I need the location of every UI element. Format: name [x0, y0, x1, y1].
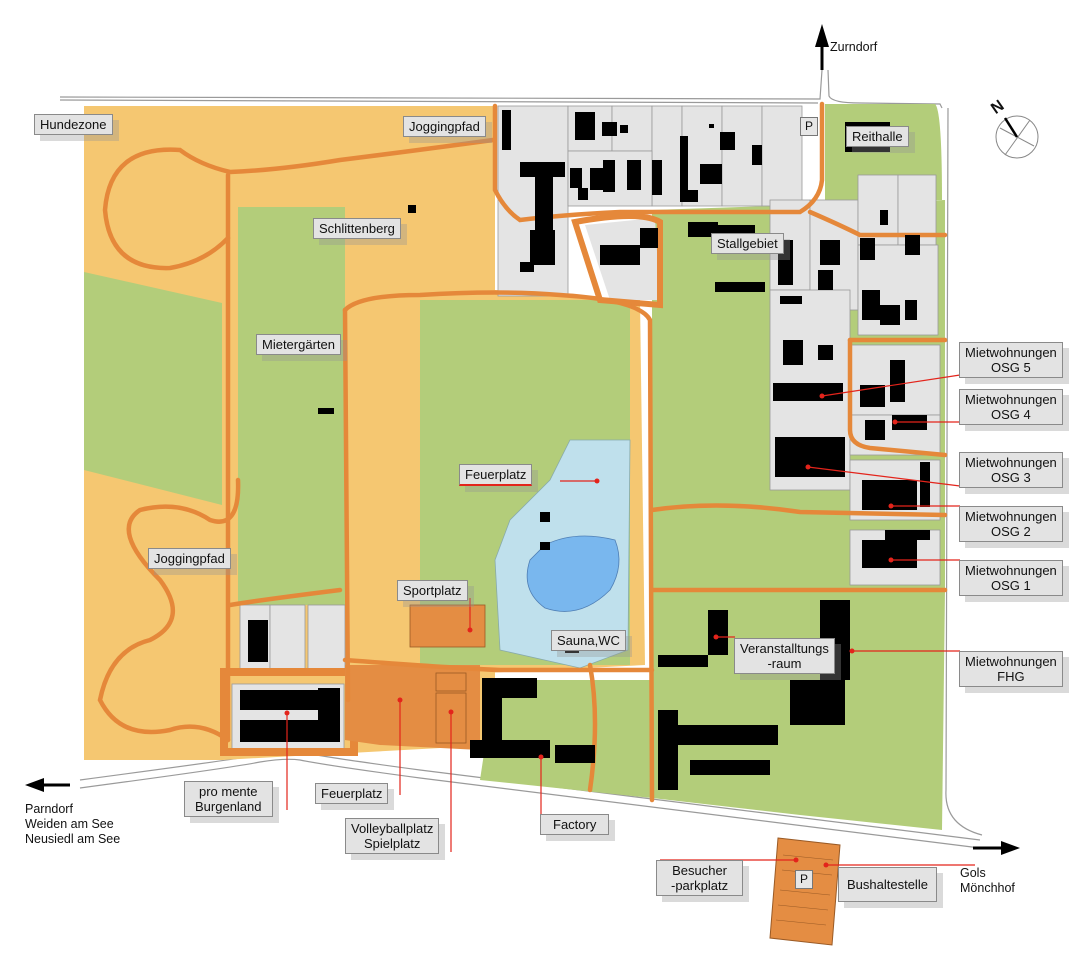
direction-east-label: Gols Mönchhof: [960, 866, 1015, 896]
direction-west-line-2: Weiden am See: [25, 817, 114, 831]
direction-west-line-1: Parndorf: [25, 802, 73, 816]
label-osg1-line-2: OSG 1: [991, 578, 1031, 593]
parking-stalls: [775, 854, 834, 926]
label-joggingpfad-left[interactable]: Joggingpfad: [148, 548, 231, 569]
label-bushaltestelle[interactable]: Bushaltestelle: [838, 867, 937, 902]
label-mietwohnungen-osg2[interactable]: Mietwohnungen OSG 2: [959, 506, 1063, 542]
direction-north-label: Zurndorf: [830, 40, 878, 54]
label-veranstaltungsraum-line-1: Veranstalltungs: [740, 641, 829, 656]
label-osg3-line-2: OSG 3: [991, 470, 1031, 485]
parking-icon-top: P: [800, 117, 818, 136]
label-osg5-line-2: OSG 5: [991, 360, 1031, 375]
sportplatz-field: [409, 604, 486, 648]
label-osg4-line-2: OSG 4: [991, 407, 1031, 422]
lawn-factory: [480, 680, 652, 798]
plot-courtyard-orange: [571, 213, 663, 309]
label-stallgebiet[interactable]: Stallgebiet: [711, 233, 784, 254]
label-reithalle[interactable]: Reithalle: [846, 126, 909, 147]
label-volley-line-2: Spielplatz: [364, 836, 421, 851]
label-joggingpfad-top[interactable]: Joggingpfad: [403, 116, 486, 137]
paths: [97, 101, 948, 803]
direction-west-line-3: Neusiedl am See: [25, 832, 121, 846]
label-mietwohnungen-osg4[interactable]: Mietwohnungen OSG 4: [959, 389, 1063, 425]
leader-lines: [286, 374, 975, 866]
label-factory[interactable]: Factory: [540, 814, 610, 835]
label-osg1-line-1: Mietwohnungen: [965, 563, 1057, 578]
label-feuerplatz-pond[interactable]: Feuerplatz: [459, 464, 533, 486]
label-osg3-line-1: Mietwohnungen: [965, 455, 1057, 470]
label-besucher-line-2: -parkplatz: [671, 878, 729, 893]
arrow-north-icon: [815, 24, 829, 70]
pond: [526, 535, 620, 612]
buildings: [240, 110, 930, 790]
direction-west-label: Parndorf Weiden am See Neusiedl am See: [25, 802, 120, 847]
label-promente-line-2: Burgenland: [195, 799, 262, 814]
field-west: [84, 272, 222, 505]
label-mietwohnungen-osg5[interactable]: Mietwohnungen OSG 5: [959, 342, 1063, 378]
leader-dots: [284, 393, 898, 868]
label-osg2-line-2: OSG 2: [991, 524, 1031, 539]
arrow-west-icon: [25, 778, 70, 792]
label-fhg-line-2: FHG: [997, 669, 1025, 684]
label-osg2-line-1: Mietwohnungen: [965, 509, 1057, 524]
label-veranstaltungsraum[interactable]: Veranstalltungs -raum: [734, 638, 835, 674]
label-osg4-line-1: Mietwohnungen: [965, 392, 1057, 407]
label-fhg-line-1: Mietwohnungen: [965, 654, 1057, 669]
label-mietwohnungen-osg1[interactable]: Mietwohnungen OSG 1: [959, 560, 1063, 596]
direction-east-line-1: Gols: [960, 866, 986, 880]
label-promente-line-1: pro mente: [198, 784, 258, 799]
label-mietergaerten[interactable]: Mietergärten: [256, 334, 341, 355]
label-hundezone[interactable]: Hundezone: [34, 114, 113, 135]
volleyball-field-2: [435, 672, 467, 692]
label-sauna-wc[interactable]: Sauna,WC: [551, 630, 626, 651]
label-sportplatz[interactable]: Sportplatz: [397, 580, 468, 601]
compass-icon: [995, 115, 1039, 159]
label-schlittenberg[interactable]: Schlittenberg: [313, 218, 401, 239]
parking-icon-visitor: P: [795, 870, 813, 889]
visitor-parking-lot: [769, 837, 841, 946]
field-mietergaerten: [238, 207, 345, 605]
label-mietwohnungen-osg3[interactable]: Mietwohnungen OSG 3: [959, 452, 1063, 488]
label-osg5-line-1: Mietwohnungen: [965, 345, 1057, 360]
arrow-east-icon: [973, 841, 1020, 855]
label-besucher-line-1: Besucher: [672, 863, 727, 878]
label-veranstaltungsraum-line-2: -raum: [767, 656, 802, 671]
label-feuerplatz-bottom[interactable]: Feuerplatz: [315, 783, 389, 804]
label-volley-line-1: Volleyballplatz: [351, 821, 434, 836]
direction-east-line-2: Mönchhof: [960, 881, 1015, 895]
label-volleyballplatz-spielplatz[interactable]: Volleyballplatz Spielplatz: [345, 818, 440, 854]
label-besucherparkplatz[interactable]: Besucher -parkplatz: [656, 860, 744, 896]
label-pro-mente-burgenland[interactable]: pro mente Burgenland: [184, 781, 273, 817]
label-mietwohnungen-fhg[interactable]: Mietwohnungen FHG: [959, 651, 1063, 687]
